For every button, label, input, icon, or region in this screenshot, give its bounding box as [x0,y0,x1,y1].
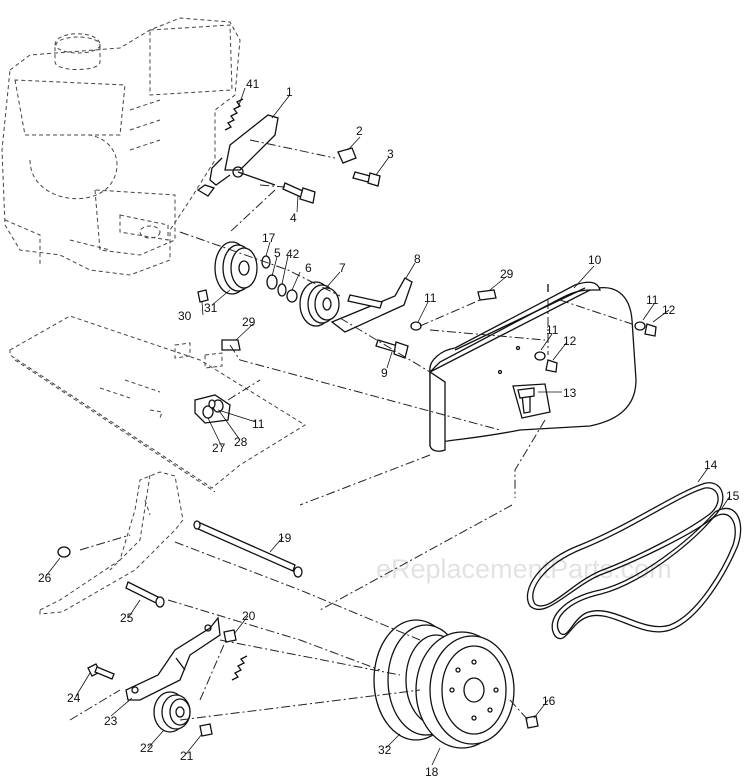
part-12-nut-right [644,323,657,337]
callout-31: 31 [204,301,218,315]
callout-12-right: 12 [662,303,676,317]
part-30-pin [197,289,209,303]
part-15-belt [551,507,742,640]
callout-12-cover: 12 [563,334,577,348]
callout-2: 2 [356,124,363,138]
callout-9: 9 [381,366,388,380]
part-42-washer [277,283,287,297]
callout-11-right: 11 [646,293,659,307]
part-14-belt [526,482,724,611]
callout-29-upper: 29 [500,267,514,281]
callout-23: 23 [104,714,118,728]
part-20-nut [223,629,237,643]
part-24-bolt [87,663,115,680]
callout-18: 18 [425,765,439,778]
part-4-bolt [282,182,316,204]
part-26-nut [57,546,71,558]
callout-13: 13 [563,386,577,400]
part-2-clip [337,147,357,164]
engine-outline [1,17,241,276]
callout-8: 8 [414,252,421,266]
callout-19: 19 [278,531,292,545]
part-29-clip-upper [477,289,497,301]
part-7-idler-pulley [299,281,340,327]
callout-1: 1 [286,85,293,99]
callout-21: 21 [180,749,194,763]
callout-15: 15 [726,489,740,503]
part-23-arm [125,616,221,701]
part-31-pulley [214,241,258,295]
part-25-pin [125,581,165,608]
part-11-washer-right [634,321,646,331]
callout-25: 25 [120,611,134,625]
part-22-idler [153,691,191,733]
part-19-shaft [193,520,303,578]
callout-32: 32 [378,743,392,757]
part-1-bracket [196,114,279,197]
callout-20: 20 [242,609,256,623]
alignment-lines [69,139,636,721]
part-41-spring [224,98,244,131]
callout-11-cover: 11 [546,323,559,337]
callout-26: 26 [38,571,52,585]
part-11-washer-arm [410,321,422,331]
callout-29-lower: 29 [242,315,256,329]
callout-11-arm: 11 [424,291,437,305]
callout-5: 5 [274,246,281,260]
callout-6: 6 [305,261,312,275]
callout-14: 14 [704,458,718,472]
callout-4: 4 [290,211,297,225]
callout-30: 30 [178,309,192,323]
part-16-nut [525,715,539,729]
callout-3: 3 [387,147,394,161]
callout-16: 16 [542,694,556,708]
spring-lower [231,655,248,681]
callout-41: 41 [246,77,260,91]
part-13-bolt [517,387,535,414]
callout-24: 24 [67,691,81,705]
part-18-pulley [415,631,515,749]
callout-27: 27 [212,441,226,455]
part-10-belt-cover [429,281,637,452]
callout-28: 28 [234,435,248,449]
part-5-washer [266,274,278,290]
part-27-28-hardware [194,394,231,424]
watermark-text: eReplacementParts.com [376,554,672,584]
part-6-washer [286,289,298,303]
part-12-nut-cover [545,359,558,373]
part-3-bolt [352,171,381,187]
callout-11-frame: 11 [252,417,265,431]
part-11-washer-cover [534,351,546,361]
leader-lines [45,87,731,766]
callout-42: 42 [286,247,300,261]
callout-labels: 1 2 3 4 5 6 7 8 9 10 11 11 11 11 12 12 1… [38,77,740,778]
part-29-clip-lower [221,339,241,351]
callout-17: 17 [262,231,276,245]
part-21-nut [199,723,213,737]
callout-7: 7 [339,261,346,275]
callout-10: 10 [588,253,602,267]
frame-outline [9,315,306,615]
callout-22: 22 [140,741,154,755]
part-8-idler-arm [330,277,413,333]
